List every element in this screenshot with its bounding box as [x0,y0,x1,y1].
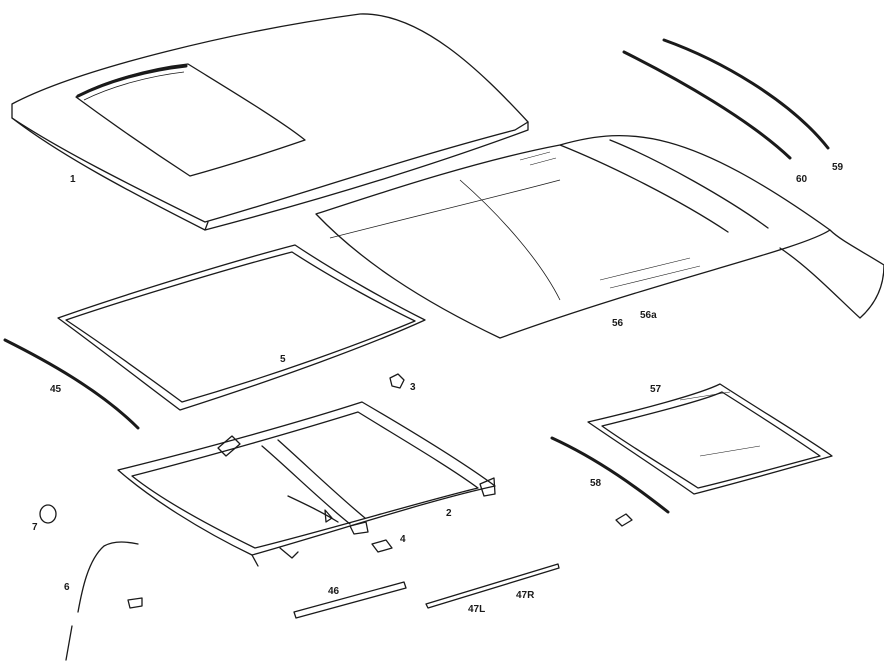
part-46-strip [293,581,407,619]
callout-4: 4 [400,534,406,545]
callout-1: 1 [70,174,76,185]
roof-panel [11,13,529,231]
part-58-strip [550,436,670,514]
callout-56a: 56a [640,310,657,321]
part-57-glass-panel [587,383,833,495]
callout-45: 45 [50,384,62,395]
part-3-clip [389,373,405,389]
callout-47r: 47R [516,590,535,601]
seal-frame [57,244,426,411]
callout-5: 5 [280,354,286,365]
callout-3: 3 [410,382,416,393]
part-47-strip [425,563,560,609]
part-6-drain-hose [65,541,143,661]
part-59-cable [662,38,830,150]
callout-6: 6 [64,582,70,593]
part-4-clip [371,539,393,553]
part-45-strip [3,338,140,430]
callout-56: 56 [612,318,624,329]
callout-59: 59 [832,162,844,173]
part-58-clip [615,513,633,527]
callout-7: 7 [32,522,38,533]
callout-47l: 47L [468,604,485,615]
part-7-grommet [39,504,57,524]
callout-46: 46 [328,586,340,597]
part-60-cable [622,50,792,160]
callout-2: 2 [446,508,452,519]
sunroof-frame [117,401,496,567]
callout-58: 58 [590,478,602,489]
callout-60: 60 [796,174,808,185]
roof-assembly [315,134,884,339]
callout-57: 57 [650,384,662,395]
